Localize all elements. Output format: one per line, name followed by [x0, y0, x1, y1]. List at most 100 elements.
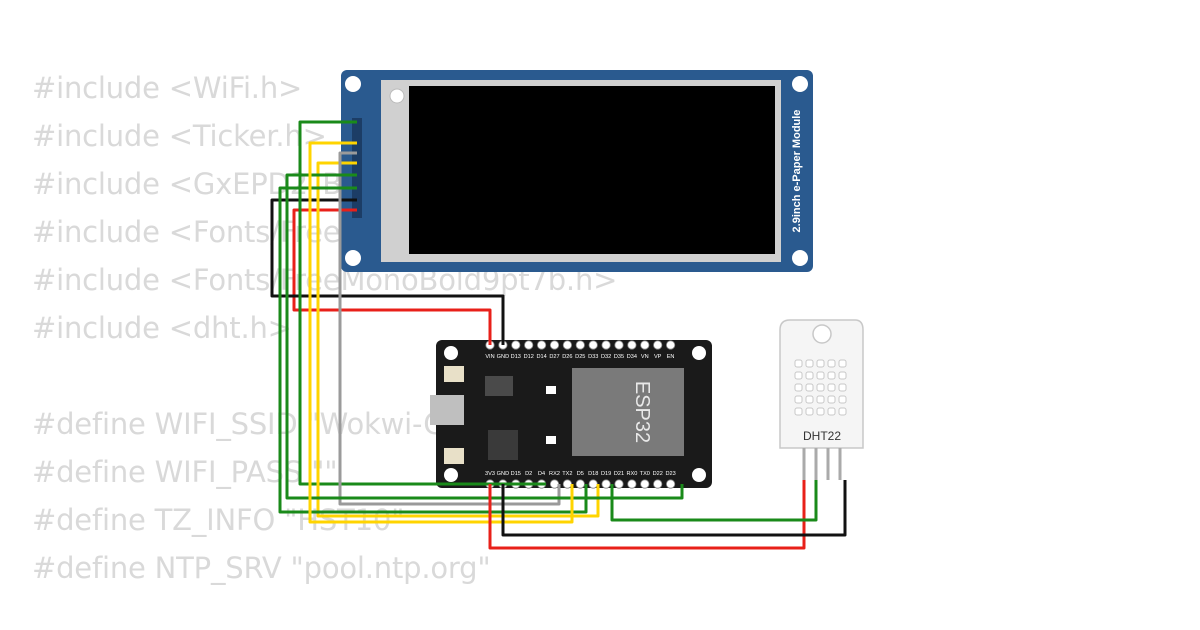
boot-button[interactable] — [444, 366, 464, 382]
vent-slot — [805, 395, 814, 404]
pin-d22[interactable] — [653, 479, 663, 489]
code-line: #define NTP_SRV "pool.ntp.org" — [32, 551, 491, 585]
vent-slot — [827, 359, 836, 368]
pin-d25[interactable] — [575, 340, 585, 350]
pin-label: VP — [654, 354, 662, 360]
wire-dht-vcc[interactable] — [488, 480, 806, 550]
pin-label: D18 — [588, 471, 598, 477]
pin-label: RX2 — [549, 471, 560, 477]
wires — [270, 120, 847, 550]
wire-epaper-rst[interactable] — [278, 186, 588, 514]
vent-slot — [827, 395, 836, 404]
wire-epaper-vcc[interactable] — [292, 208, 492, 345]
pin-d12[interactable] — [524, 340, 534, 350]
pin-d5[interactable] — [575, 479, 585, 489]
regulator — [485, 376, 513, 396]
code-line: #define WIFI_PASS "" — [32, 455, 338, 489]
vent-slot — [838, 371, 847, 380]
vent-slot — [838, 395, 847, 404]
epaper-header — [352, 118, 362, 218]
dht22-vent-grid — [794, 359, 847, 416]
frame-hole — [389, 88, 405, 104]
esp32-top-pins — [485, 340, 676, 350]
dht22-label: DHT22 — [803, 429, 841, 443]
pin-d34[interactable] — [627, 340, 637, 350]
pin-label: 3V3 — [485, 471, 495, 477]
pin-tx0[interactable] — [640, 479, 650, 489]
mount-hole — [692, 346, 706, 360]
vent-slot — [816, 383, 825, 392]
pin-d18[interactable] — [588, 479, 598, 489]
vent-slot — [805, 371, 814, 380]
wire-dht-gnd[interactable] — [501, 480, 847, 537]
pin-rx0[interactable] — [627, 479, 637, 489]
pin-en[interactable] — [665, 340, 676, 350]
pin-label: D25 — [575, 354, 585, 360]
epaper-module[interactable]: 2.9inch e-Paper Module — [341, 70, 813, 272]
vent-slot — [838, 383, 847, 392]
pin-vn[interactable] — [640, 340, 650, 350]
pin-rx2[interactable] — [549, 479, 560, 489]
pin-vp[interactable] — [653, 340, 663, 350]
pin-label: EN — [667, 354, 675, 360]
pin-label: D19 — [601, 471, 611, 477]
vent-slot — [816, 359, 825, 368]
vent-slot — [816, 395, 825, 404]
chip-label: ESP32 — [631, 381, 653, 443]
vent-slot — [805, 383, 814, 392]
wire-epaper-din[interactable] — [298, 120, 546, 486]
pin-d21[interactable] — [614, 479, 624, 489]
dht22-hole — [812, 324, 832, 344]
led — [546, 386, 556, 394]
pin-d23[interactable] — [665, 479, 676, 489]
code-line: #include <dht.h> — [32, 311, 292, 345]
pin-label: GND — [497, 354, 509, 360]
vent-slot — [838, 407, 847, 416]
pin-d35[interactable] — [614, 340, 624, 350]
pin-label: D5 — [577, 471, 584, 477]
vent-slot — [827, 407, 836, 416]
epaper-label: 2.9inch e-Paper Module — [791, 110, 803, 233]
pin-tx2[interactable] — [562, 479, 573, 489]
pin-label: D13 — [511, 354, 521, 360]
vent-slot — [816, 371, 825, 380]
led — [546, 436, 556, 444]
pin-label: D32 — [601, 354, 611, 360]
vent-slot — [827, 371, 836, 380]
epaper-screen — [409, 86, 775, 254]
mount-hole — [692, 468, 706, 482]
dht22-sensor[interactable]: DHT22 — [779, 319, 864, 480]
mount-hole — [345, 76, 361, 92]
pin-d13[interactable] — [511, 340, 521, 350]
wire-epaper-busy[interactable] — [308, 141, 574, 524]
pin-label: D15 — [511, 471, 521, 477]
code-line: #include <WiFi.h> — [32, 71, 303, 105]
pin-label: VN — [641, 354, 649, 360]
vent-slot — [794, 407, 803, 416]
vent-slot — [816, 407, 825, 416]
reset-button[interactable] — [444, 448, 464, 464]
pin-d19[interactable] — [601, 479, 611, 489]
mount-hole — [444, 468, 458, 482]
pin-label: D14 — [536, 354, 546, 360]
pin-label: D26 — [562, 354, 572, 360]
pin-label: D34 — [627, 354, 637, 360]
wire-dht-data[interactable] — [610, 480, 818, 522]
vent-slot — [827, 383, 836, 392]
pin-d26[interactable] — [562, 340, 573, 350]
vent-slot — [794, 395, 803, 404]
pin-label: D22 — [653, 471, 663, 477]
vent-slot — [794, 383, 803, 392]
pin-d27[interactable] — [549, 340, 560, 350]
pin-label: D12 — [524, 354, 534, 360]
pin-d32[interactable] — [601, 340, 611, 350]
wire-epaper-clk[interactable] — [316, 161, 600, 518]
pin-d33[interactable] — [588, 340, 598, 350]
vent-slot — [805, 407, 814, 416]
pin-label: GND — [497, 471, 509, 477]
pin-d14[interactable] — [536, 340, 547, 350]
usb-chip — [488, 430, 518, 460]
